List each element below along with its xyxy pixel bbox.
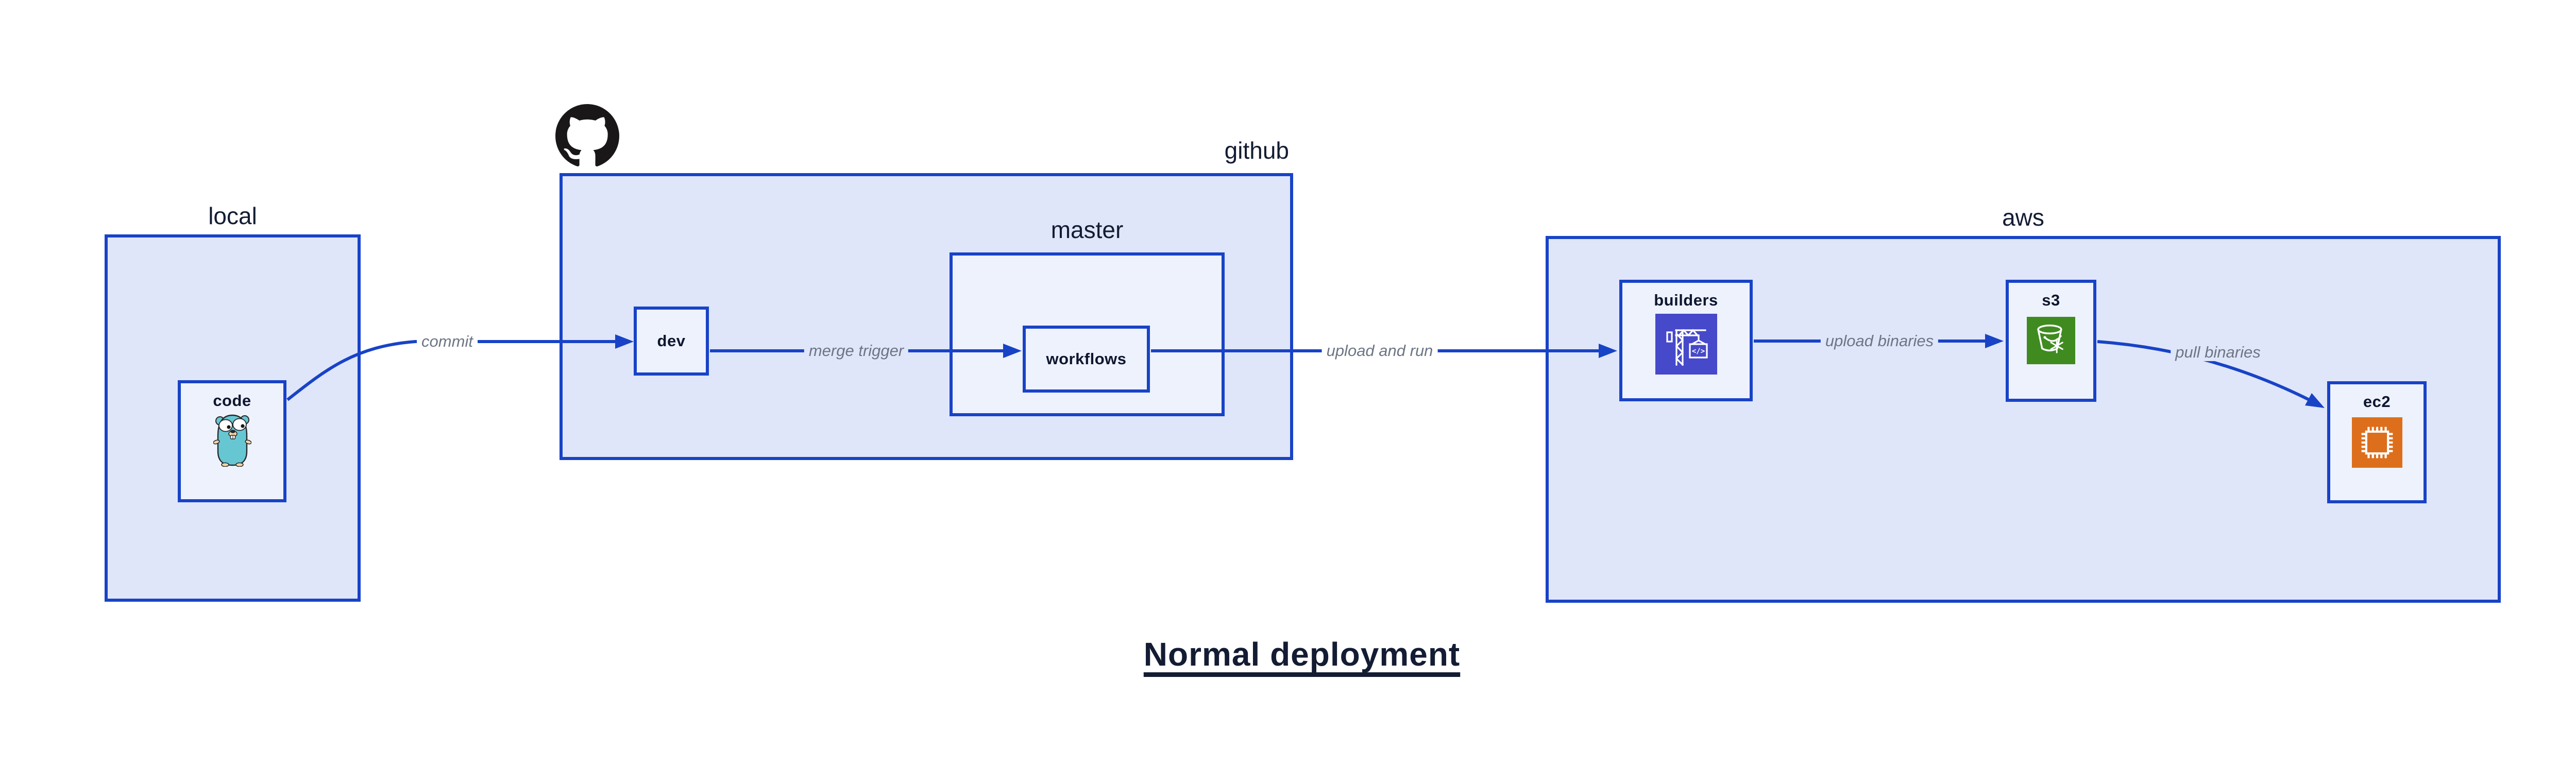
- ec2-icon-tile: [2351, 417, 2402, 468]
- svg-text:</>: </>: [1691, 347, 1704, 355]
- code-node: code: [178, 380, 286, 502]
- dev-node: dev: [634, 307, 709, 376]
- builders-node: builders </>: [1619, 280, 1753, 401]
- aws-label: aws: [2002, 204, 2044, 231]
- workflows-node: workflows: [1023, 326, 1150, 393]
- github-logo-icon: [555, 104, 619, 166]
- workflows-node-label: workflows: [1046, 350, 1127, 368]
- ec2-node-label: ec2: [2363, 393, 2391, 411]
- diagram-title-text: Normal deployment: [1143, 636, 1461, 673]
- go-gopher-icon: [213, 414, 251, 467]
- s3-icon-tile: [2027, 317, 2075, 364]
- upload-and-run-arrowhead: [1599, 344, 1617, 358]
- upload-binaries-arrow-label: upload binaries: [1820, 332, 1939, 350]
- pull-binaries-arrowhead: [2305, 393, 2325, 408]
- upload-binaries-arrowhead: [1985, 334, 2004, 348]
- pull-binaries-arrow-label: pull binaries: [2171, 343, 2265, 362]
- merge-trigger-arrow-label: merge trigger: [804, 342, 909, 360]
- diagram-title: Normal deployment: [0, 635, 2576, 673]
- s3-node: s3: [2006, 280, 2096, 402]
- codebuild-crane-icon: </>: [1666, 329, 1708, 366]
- upload-and-run-arrow-label: upload and run: [1321, 342, 1438, 360]
- dev-node-label: dev: [657, 332, 686, 350]
- ec2-chip-icon: [2361, 427, 2393, 459]
- commit-arrow-label: commit: [417, 332, 478, 351]
- commit-arrowhead: [615, 334, 634, 349]
- s3-node-label: s3: [2042, 291, 2060, 309]
- s3-glacier-bucket-icon: [2037, 325, 2063, 353]
- master-label: master: [1050, 216, 1124, 243]
- merge-trigger-arrowhead: [1003, 344, 1022, 358]
- builders-node-label: builders: [1654, 291, 1718, 309]
- ec2-node: ec2: [2327, 381, 2427, 503]
- local-label: local: [208, 202, 257, 229]
- codebuild-icon-tile: </>: [1655, 314, 1717, 375]
- commit-arrow: [286, 340, 616, 401]
- code-node-label: code: [213, 392, 251, 410]
- github-label: github: [1224, 137, 1289, 164]
